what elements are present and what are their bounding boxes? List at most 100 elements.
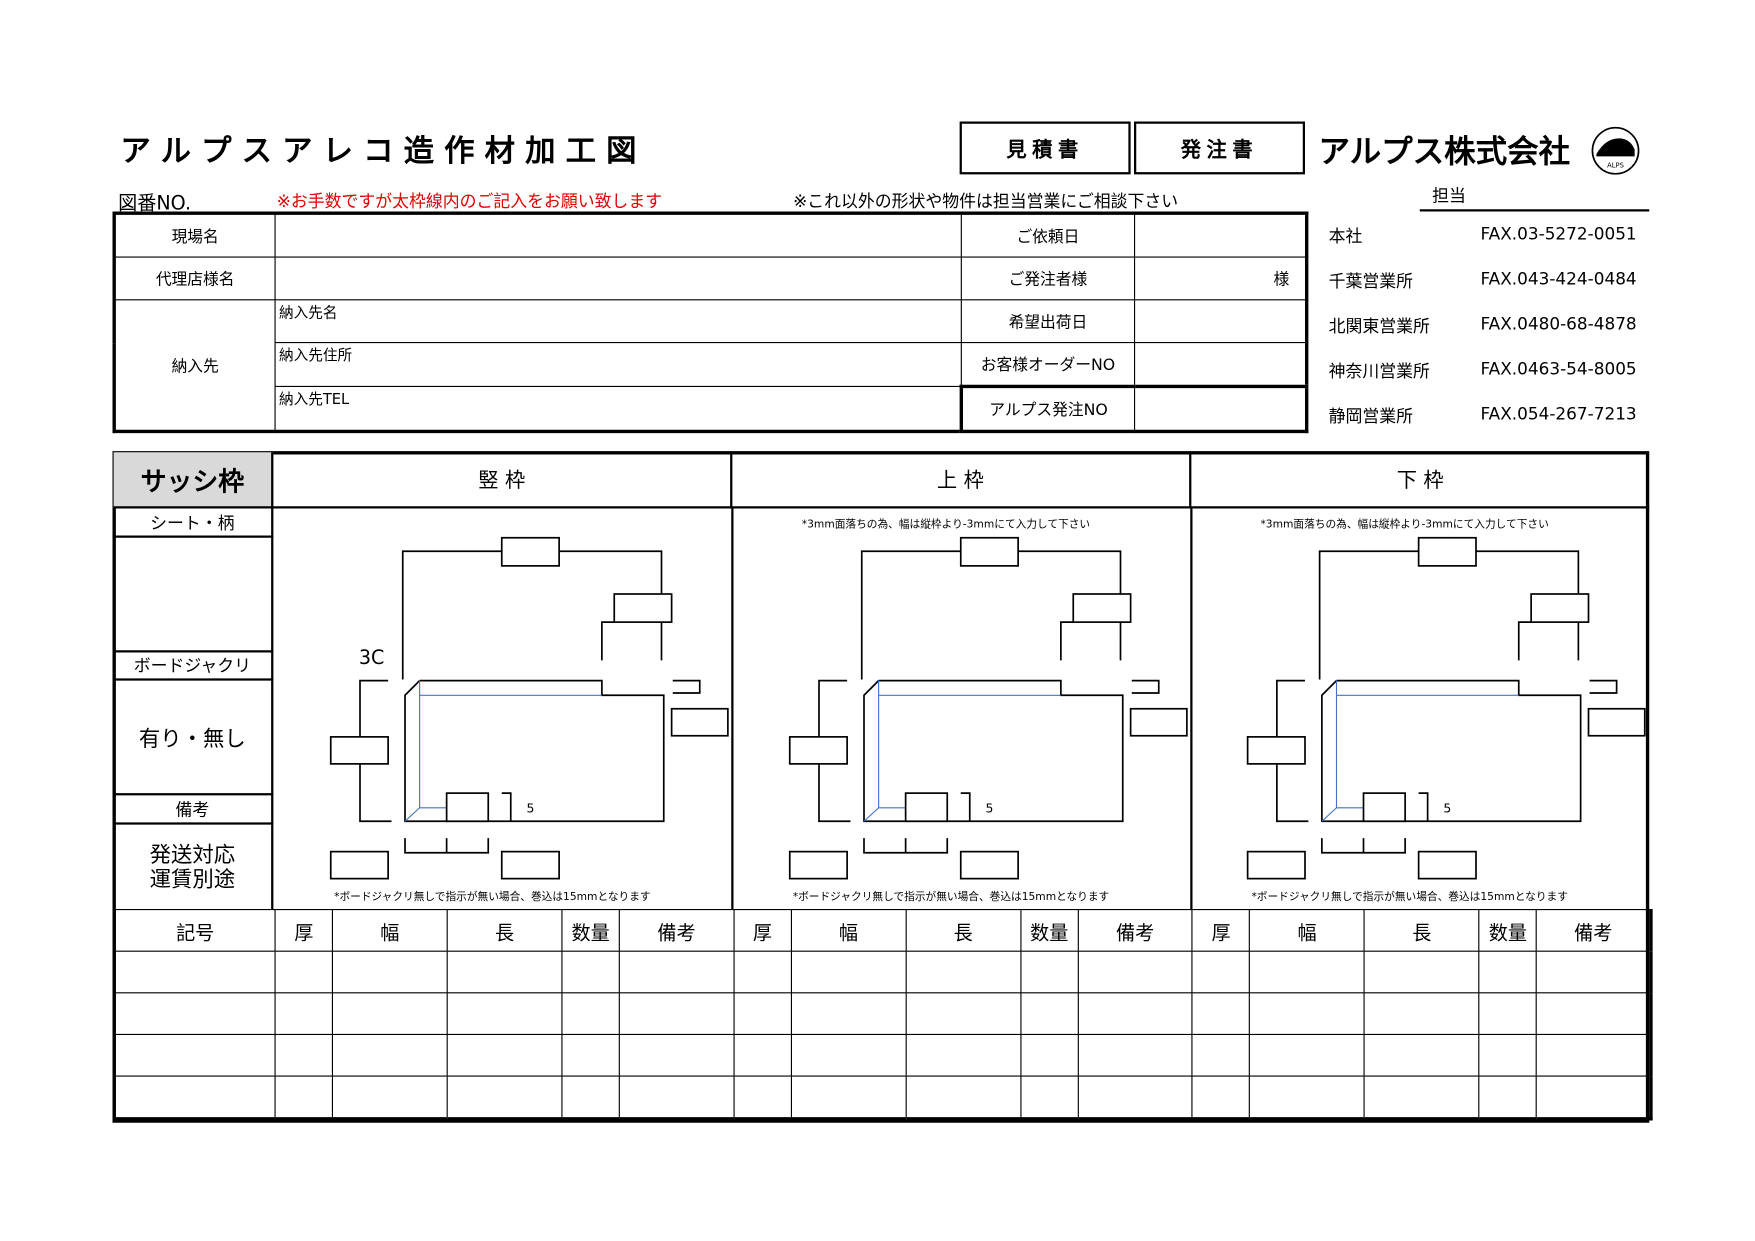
list-cell[interactable] [1363, 1075, 1480, 1121]
dimension-input-box[interactable] [1247, 850, 1307, 880]
dimension-input-box[interactable] [329, 736, 389, 765]
dimension-input-box[interactable] [670, 707, 729, 737]
request-date-label: ご依頼日 [960, 212, 1136, 258]
list-cell[interactable] [112, 992, 276, 1035]
list-cell[interactable] [274, 950, 333, 994]
list-cell[interactable] [1536, 1033, 1653, 1077]
list-cell[interactable] [274, 1075, 333, 1121]
list-cell[interactable] [790, 950, 907, 994]
list-cell[interactable] [1077, 1033, 1193, 1077]
list-cell[interactable] [733, 992, 792, 1035]
list-cell[interactable] [1020, 992, 1079, 1035]
dimension-input-box[interactable] [788, 850, 848, 880]
list-cell[interactable] [331, 1033, 448, 1077]
list-cell[interactable] [1020, 1075, 1079, 1121]
list-cell[interactable] [790, 1033, 907, 1077]
list-cell[interactable] [331, 950, 448, 994]
list-cell[interactable] [1191, 1075, 1251, 1121]
list-cell[interactable] [1077, 1075, 1193, 1121]
list-cell[interactable] [1478, 1075, 1538, 1121]
dimension-input-box[interactable] [1247, 736, 1307, 765]
list-cell[interactable] [618, 992, 735, 1035]
list-cell[interactable] [274, 992, 333, 1035]
list-cell[interactable] [561, 950, 620, 994]
list-cell[interactable] [1191, 1033, 1251, 1077]
list-cell[interactable] [618, 950, 735, 994]
list-cell[interactable] [446, 950, 563, 994]
list-cell[interactable] [1536, 1075, 1653, 1121]
dimension-input-box[interactable] [959, 536, 1019, 567]
list-cell[interactable] [1536, 992, 1653, 1035]
list-cell[interactable] [905, 1033, 1022, 1077]
dimension-input-box[interactable] [1530, 593, 1590, 623]
list-cell[interactable] [1363, 992, 1480, 1035]
board-option-field[interactable]: 有り・無し [113, 680, 274, 796]
list-cell[interactable] [1249, 950, 1366, 994]
list-cell[interactable] [446, 992, 563, 1035]
list-cell[interactable] [1478, 950, 1538, 994]
list-cell[interactable] [446, 1033, 563, 1077]
list-cell[interactable] [1191, 950, 1251, 994]
dimension-input-box[interactable] [500, 536, 560, 567]
order-button[interactable]: 発注書 [1134, 121, 1305, 175]
dimension-input-box[interactable] [1072, 593, 1132, 623]
dimension-input-box[interactable] [1418, 536, 1478, 567]
request-date-field[interactable] [1134, 212, 1308, 258]
list-cell[interactable] [618, 1075, 735, 1121]
list-cell[interactable] [733, 950, 792, 994]
list-cell[interactable] [733, 1075, 792, 1121]
dimension-input-box[interactable] [788, 736, 848, 765]
list-cell[interactable] [733, 1033, 792, 1077]
delivery-address-field[interactable]: 納入先住所 [274, 342, 962, 387]
estimate-button[interactable]: 見積書 [959, 121, 1131, 175]
dimension-input-box[interactable] [1418, 850, 1478, 880]
list-cell[interactable] [1077, 992, 1193, 1035]
list-cell[interactable] [1020, 1033, 1079, 1077]
list-cell[interactable] [331, 992, 448, 1035]
list-cell[interactable] [561, 1075, 620, 1121]
list-cell[interactable] [112, 1033, 276, 1077]
list-cell[interactable] [561, 992, 620, 1035]
list-cell[interactable] [1536, 950, 1653, 994]
list-cell[interactable] [790, 992, 907, 1035]
orderer-field[interactable]: 様 [1134, 256, 1308, 301]
list-cell[interactable] [905, 950, 1022, 994]
list-cell[interactable] [1249, 1033, 1366, 1077]
agency-name-field[interactable] [274, 256, 962, 301]
list-cell[interactable] [1478, 992, 1538, 1035]
list-cell[interactable] [790, 1075, 907, 1121]
sheet-field[interactable] [113, 537, 274, 653]
dimension-input-box[interactable] [1588, 707, 1647, 737]
delivery-tel-field[interactable]: 納入先TEL [274, 385, 962, 432]
site-name-field[interactable] [274, 212, 962, 258]
list-cell[interactable] [1363, 1033, 1480, 1077]
list-cell[interactable] [1478, 1033, 1538, 1077]
list-cell[interactable] [618, 1033, 735, 1077]
delivery-name-field[interactable]: 納入先名 [274, 299, 962, 344]
list-cell[interactable] [112, 1075, 276, 1121]
list-cell[interactable] [1191, 992, 1251, 1035]
alps-order-no-field[interactable] [1134, 384, 1308, 432]
list-cell[interactable] [1020, 950, 1079, 994]
dimension-input-box[interactable] [445, 792, 490, 823]
dimension-input-box[interactable] [904, 792, 948, 823]
dimension-input-box[interactable] [500, 850, 560, 880]
list-cell[interactable] [274, 1033, 333, 1077]
dimension-input-box[interactable] [1129, 707, 1188, 737]
list-cell[interactable] [1363, 950, 1480, 994]
dimension-input-box[interactable] [329, 850, 389, 880]
dimension-input-box[interactable] [959, 850, 1019, 880]
list-cell[interactable] [446, 1075, 563, 1121]
list-cell[interactable] [1249, 992, 1366, 1035]
list-cell[interactable] [905, 1075, 1022, 1121]
list-cell[interactable] [1077, 950, 1193, 994]
list-cell[interactable] [1249, 1075, 1366, 1121]
list-cell[interactable] [112, 950, 276, 994]
list-cell[interactable] [561, 1033, 620, 1077]
ship-date-field[interactable] [1134, 299, 1308, 344]
customer-order-no-field[interactable] [1134, 342, 1308, 387]
list-cell[interactable] [331, 1075, 448, 1121]
dimension-input-box[interactable] [613, 593, 673, 623]
dimension-input-box[interactable] [1363, 792, 1407, 823]
list-cell[interactable] [905, 992, 1022, 1035]
